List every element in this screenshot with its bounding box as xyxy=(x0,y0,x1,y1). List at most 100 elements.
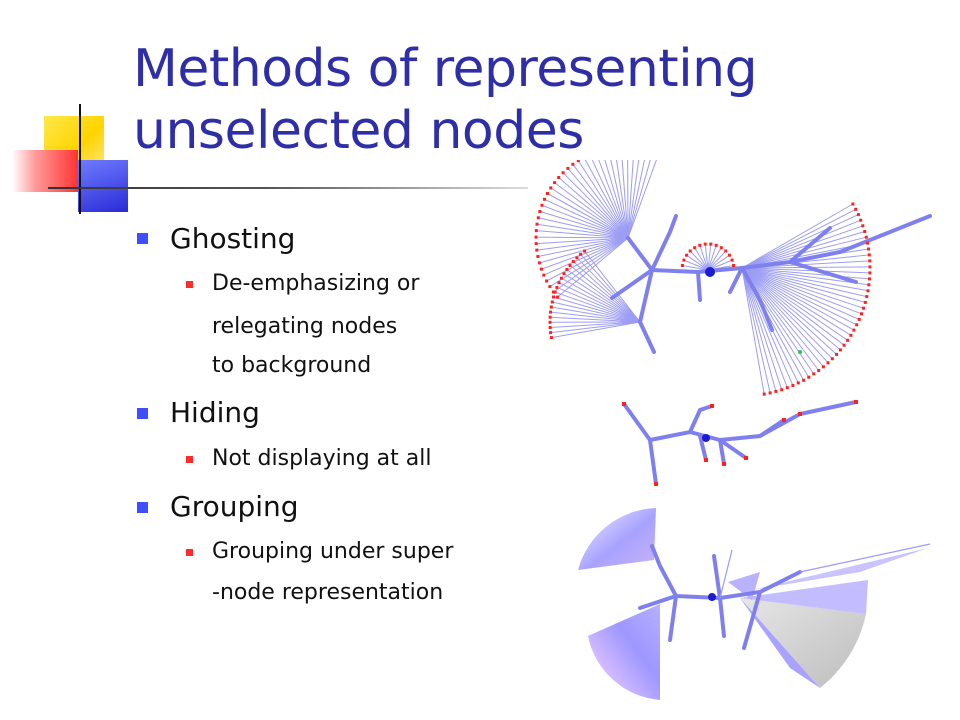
ghost-node xyxy=(575,256,579,260)
ghost-node xyxy=(559,276,563,280)
ghost-edge xyxy=(741,267,866,303)
ghost-edge xyxy=(741,267,869,286)
sub-bullet-text: -node representation xyxy=(212,580,444,605)
ghost-node xyxy=(826,361,830,365)
ghost-node xyxy=(549,336,553,340)
ghost-node xyxy=(534,242,538,246)
ghost-edge xyxy=(627,160,645,239)
ghost-edge xyxy=(547,193,629,239)
ghost-edge xyxy=(741,225,863,269)
ghost-edge xyxy=(569,265,641,323)
ghost-edge xyxy=(741,267,837,355)
ghost-node xyxy=(861,224,865,228)
ghost-node xyxy=(868,277,871,281)
ghost-edge xyxy=(689,250,709,271)
ghost-edge xyxy=(741,267,857,326)
ghost-edge xyxy=(741,203,854,269)
ghost-node xyxy=(855,323,859,327)
ghost-node xyxy=(549,305,553,309)
ghost-edge xyxy=(610,160,629,239)
ghost-edge xyxy=(741,267,771,394)
ghost-node xyxy=(571,260,575,263)
grouping-tree xyxy=(578,508,931,700)
ghost-node xyxy=(859,218,863,222)
ghost-node xyxy=(835,352,838,356)
ghost-edge xyxy=(741,214,859,269)
ghost-edge xyxy=(536,237,629,245)
ghost-edge xyxy=(591,160,629,239)
ghost-node xyxy=(727,253,731,257)
ghost-node xyxy=(557,281,561,285)
ghost-edge xyxy=(627,160,640,239)
ghost-node xyxy=(838,348,842,352)
ghost-edge xyxy=(694,247,709,271)
ghost-edge xyxy=(584,250,641,323)
ghost-edge xyxy=(538,217,629,239)
bullet-hiding: Hiding xyxy=(170,396,260,429)
root-node xyxy=(705,267,715,277)
ghost-node xyxy=(535,248,539,252)
super-node-fan xyxy=(588,604,660,700)
ghost-node xyxy=(817,369,821,372)
ghost-edge xyxy=(580,253,641,323)
ghost-node xyxy=(550,300,554,304)
ghost-edge xyxy=(543,237,629,276)
ghost-node xyxy=(780,388,784,392)
ghost-edge xyxy=(598,160,629,239)
ghost-node xyxy=(555,285,559,289)
ghost-node xyxy=(703,242,707,246)
ghost-node xyxy=(553,290,557,294)
ghost-edge xyxy=(741,219,861,269)
ghost-edge xyxy=(536,223,629,239)
ghost-node xyxy=(561,171,565,175)
ghost-node xyxy=(796,381,800,385)
ghost-edge xyxy=(550,311,641,323)
ghost-node xyxy=(535,222,539,226)
ghost-node xyxy=(566,166,570,170)
ghost-node xyxy=(549,331,553,335)
logo-red-bar xyxy=(12,150,78,192)
tree-illustrations xyxy=(534,160,932,700)
ghost-node xyxy=(548,320,552,324)
ghost-edge xyxy=(741,267,870,274)
sub-bullet-text: relegating nodes xyxy=(212,314,398,339)
ghost-node xyxy=(545,279,549,283)
ghost-node xyxy=(571,162,575,166)
ghost-edge xyxy=(536,230,629,239)
ghost-edge xyxy=(558,177,629,239)
ghost-node xyxy=(548,285,552,289)
ghost-edge xyxy=(741,267,841,351)
ghost-node xyxy=(768,391,772,395)
ghost-edge xyxy=(741,267,848,341)
ghost-edge xyxy=(741,267,867,298)
ghost-node xyxy=(864,235,868,239)
ghost-node xyxy=(791,384,795,387)
ghost-edge xyxy=(546,237,629,282)
ghost-edge xyxy=(741,267,862,315)
ghost-node xyxy=(546,192,549,195)
ghost-edge xyxy=(741,267,860,320)
ghost-edge xyxy=(741,267,829,364)
ghost-edge xyxy=(741,267,833,360)
ghost-node xyxy=(860,312,863,316)
ghost-edge xyxy=(554,291,641,323)
ghost-node xyxy=(842,343,846,347)
ghost-node xyxy=(685,253,689,257)
ghost-node xyxy=(812,372,816,376)
ghost-edge xyxy=(686,254,709,271)
ghost-node xyxy=(568,263,572,267)
ghost-edge xyxy=(551,321,641,339)
ghost-edge xyxy=(604,160,629,239)
super-node-fan xyxy=(740,598,820,688)
ghost-node xyxy=(732,264,736,267)
sub-bullet-text: Grouping under super xyxy=(212,539,454,564)
ghost-node xyxy=(536,255,540,258)
ghost-node xyxy=(682,258,686,262)
ghost-node xyxy=(868,259,872,263)
ghost-edge xyxy=(741,267,845,346)
ghost-node xyxy=(849,333,853,337)
ghost-node xyxy=(866,289,870,293)
ghost-edge xyxy=(707,244,712,271)
ghost-edge xyxy=(741,267,783,390)
ghost-edge xyxy=(616,160,629,239)
